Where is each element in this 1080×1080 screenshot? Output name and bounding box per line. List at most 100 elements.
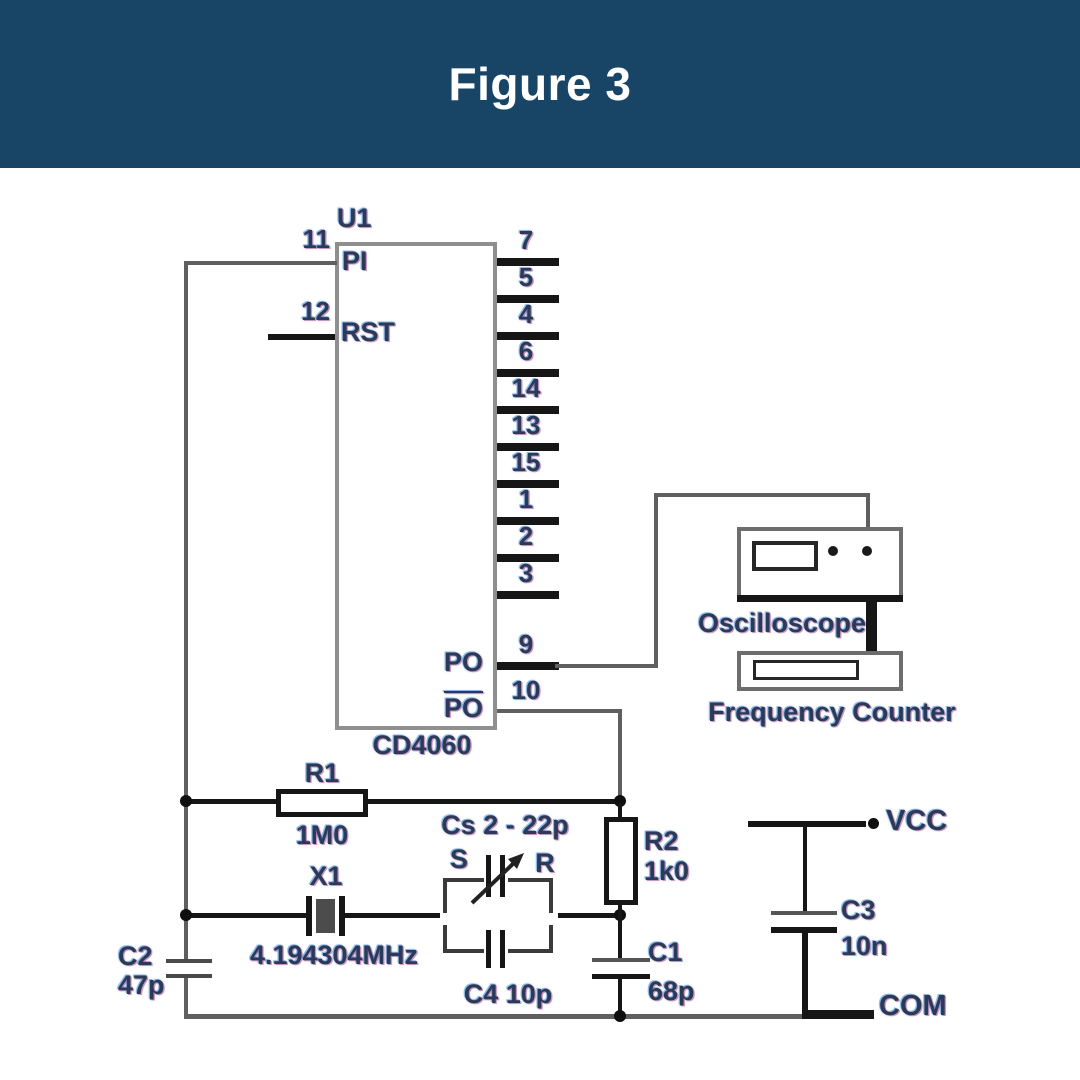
pin1-number: 1 [518,484,534,514]
c2-refdes: C2 [118,941,153,971]
c3-bottom-wire [802,931,808,1014]
x1-plate-left [306,896,312,936]
pin7-number: 7 [518,225,534,255]
cap-loop-bottom-left [443,949,484,953]
x1-crystal-slab [316,899,335,933]
ic-part-label: CD4060 [372,730,472,760]
c3-value: 10n [841,931,888,961]
vcc-label: VCC [886,805,948,837]
cs-end-mark: R [535,848,555,878]
pin13-stub [497,443,559,451]
c1-refdes: C1 [648,937,683,967]
r1-rail-wire [184,799,622,804]
x1-value: 4.194304MHz [249,940,419,970]
c4-label: C4 10p [463,979,553,1009]
c4-plate-left [486,930,491,968]
pin5-stub [497,295,559,303]
x1-refdes: X1 [309,861,343,891]
junction-c1-ground [614,1010,626,1022]
pin12-name: RST [341,317,395,347]
cs-plate-left [486,855,491,897]
left-rail-lower [184,977,188,1018]
x1-rail-left [184,913,310,918]
c2-plate-top [166,959,212,963]
scope-counter-connector [866,601,877,651]
pin9-stub [497,662,559,670]
junction-left-r1 [180,795,192,807]
c3-plate-bottom [771,927,837,933]
cap-loop-top-right [508,878,553,882]
pin15-number: 15 [511,447,541,477]
ic-refdes-label: U1 [337,203,372,233]
cs-label: Cs 2 - 22p [441,810,569,840]
ic-body [335,242,497,730]
pin11-number: 11 [302,224,331,254]
oscilloscope-knob-left [828,546,838,556]
scope-drop-wire [866,493,870,531]
pin1-stub [497,517,559,525]
vcc-rail-wire [748,821,866,827]
pin7-stub [497,258,559,266]
c1-value: 68p [648,976,695,1006]
x1-rail-right [558,913,620,918]
oscilloscope-knob-right [862,546,872,556]
pin15-stub [497,480,559,488]
pin3-number: 3 [518,558,534,588]
c1-bottom-wire [618,978,622,1018]
oscilloscope-screen [752,541,818,571]
pin9-number: 9 [518,629,534,659]
pin12-stub-wire [268,334,335,340]
r2-refdes: R2 [644,826,679,856]
cap-loop-right-lower [549,925,553,953]
r1-body [276,789,368,817]
pin10-wire-h [497,709,620,713]
c1-top-wire [618,913,622,960]
cs-trimmer-arrow [470,853,524,905]
pin11-wire [184,261,337,265]
c1-plate-top [592,958,650,962]
pin10-name: PO [443,693,483,723]
pin5-number: 5 [518,262,534,292]
r2-bottom-wire [618,903,622,915]
pin10-wire-v [618,709,622,805]
cap-loop-top-left [443,878,484,882]
ground-rail-wire [184,1014,806,1019]
cap-loop-left-lower [443,925,447,953]
com-label: COM [879,990,947,1022]
left-rail-upper [184,261,188,961]
pin6-stub [497,369,559,377]
x1-plate-right [339,896,345,936]
pin6-number: 6 [518,336,534,366]
c4-plate-right [500,930,505,968]
pin12-number: 12 [301,296,330,326]
pin9-wire-h1 [555,664,658,668]
r2-top-wire [618,803,622,819]
pin14-number: 14 [511,373,541,403]
pin13-number: 13 [511,410,541,440]
oscilloscope-base [737,595,903,602]
figure-title: Figure 3 [448,58,632,110]
c3-top-wire [803,824,807,913]
pin4-stub [497,332,559,340]
pin10-number: 10 [511,675,541,705]
r1-refdes: R1 [304,758,340,788]
frequency-counter-label: Frequency Counter [708,697,956,727]
c3-plate-top [771,911,837,915]
frequency-counter-display [753,660,859,680]
com-terminal-bar [802,1010,874,1019]
pin3-stub [497,591,559,599]
cap-loop-left-upper [443,878,447,913]
pin14-stub [497,406,559,414]
cap-loop-right-upper [549,878,553,913]
vcc-terminal-dot [868,818,879,829]
pin2-number: 2 [518,521,534,551]
pin11-name: PI [342,246,368,276]
r1-value: 1M0 [295,820,349,850]
oscilloscope-label: Oscilloscope [697,608,867,638]
c3-refdes: C3 [841,895,876,925]
pin9-wire-v1 [654,493,658,668]
x1-rail-mid [343,913,440,918]
c1-plate-bottom [592,974,650,979]
figure-header: Figure 3 [0,0,1080,168]
